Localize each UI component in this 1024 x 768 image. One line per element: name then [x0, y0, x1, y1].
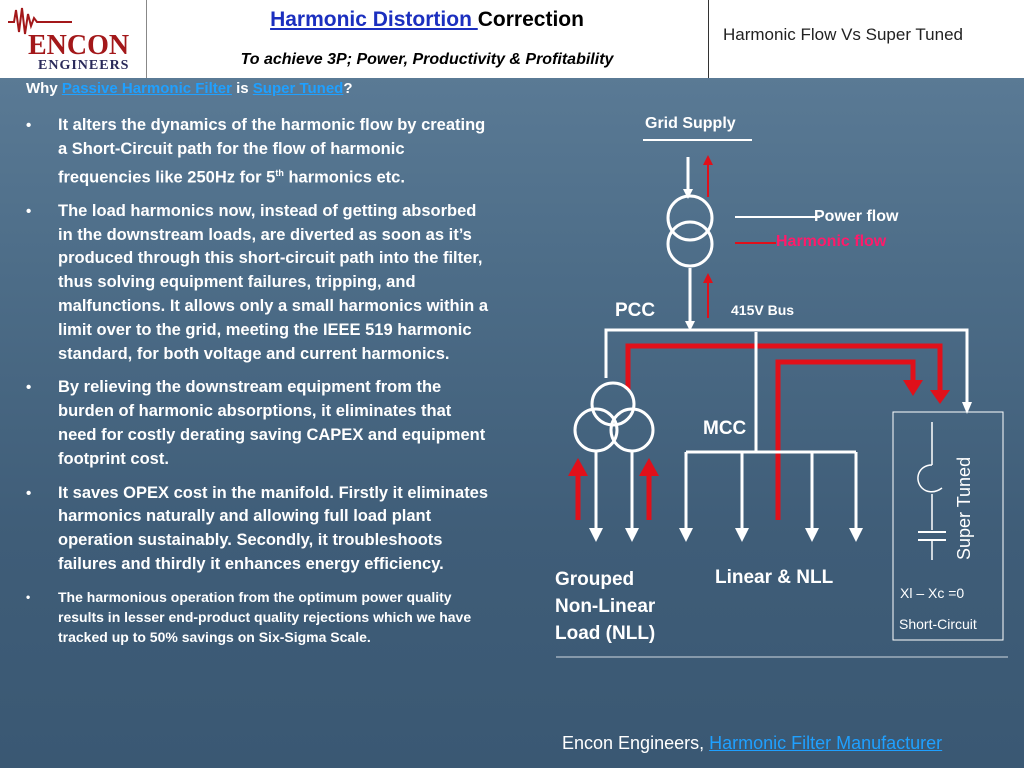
mcc-label: MCC	[703, 418, 747, 439]
super-tuned-link[interactable]: Super Tuned	[252, 80, 344, 97]
linear-nll-label: Linear & NLL	[715, 567, 834, 588]
page-title: Harmonic Distortion Correction	[146, 8, 708, 32]
bus-bar-415v	[604, 328, 969, 408]
transformer-coil-icon	[666, 194, 714, 242]
harmonic-arrowhead-icon	[903, 380, 923, 396]
load-arrowhead-icon	[625, 528, 639, 542]
xl-xc-label: Xl – Xc =0	[900, 585, 965, 601]
footer-company: Encon Engineers,	[562, 733, 710, 753]
title-link[interactable]: Harmonic Distortion	[270, 8, 478, 31]
load-arrowhead-icon	[589, 528, 603, 542]
load-arrowhead-icon	[679, 528, 693, 542]
load-arrowhead-icon	[735, 528, 749, 542]
header-title-block: Harmonic Distortion Correction To achiev…	[146, 0, 709, 78]
harmonic-path-mcc	[775, 359, 916, 520]
company-logo: ENCON ENGINEERS	[0, 0, 147, 78]
logo-text-bottom: ENGINEERS	[38, 58, 130, 73]
header: ENCON ENGINEERS Harmonic Distortion Corr…	[0, 0, 1024, 78]
bullet-text: The load harmonics now, instead of getti…	[58, 201, 489, 363]
title-rest: Correction	[477, 8, 584, 31]
bullet-superscript: th	[275, 167, 284, 178]
bullet-item: The harmonious operation from the optimu…	[24, 587, 494, 647]
bullet-item: By relieving the downstream equipment fr…	[24, 376, 494, 471]
intro-suffix: ?	[343, 80, 353, 97]
inductor-icon	[917, 464, 943, 493]
bullet-item: The load harmonics now, instead of getti…	[24, 200, 494, 367]
bullet-text-end: harmonics etc.	[283, 168, 405, 187]
load-arrowhead-icon	[805, 528, 819, 542]
harmonic-arrowhead-icon	[639, 458, 659, 476]
transformer-coil-icon	[666, 220, 714, 268]
bullet-text: By relieving the downstream equipment fr…	[58, 378, 486, 468]
super-tuned-label: Super Tuned	[954, 456, 974, 560]
transformer-coil-icon	[573, 407, 619, 453]
pcc-label: PCC	[615, 300, 656, 321]
passive-filter-link[interactable]: Passive Harmonic Filter	[61, 80, 232, 97]
header-right: Harmonic Flow Vs Super Tuned	[709, 0, 1024, 78]
grid-supply-label: Grid Supply	[645, 115, 736, 132]
sine-wave-logo-icon	[8, 7, 72, 35]
harmonic-filter-box	[892, 411, 1004, 641]
bullet-item: It alters the dynamics of the harmonic f…	[24, 114, 494, 190]
intro-prefix: Why	[26, 80, 62, 97]
bullet-text: It alters the dynamics of the harmonic f…	[58, 116, 486, 187]
footer: Encon Engineers, Harmonic Filter Manufac…	[562, 733, 942, 754]
intro-question: Why Passive Harmonic Filter is Super Tun…	[26, 80, 353, 97]
grouped-line-1: Grouped	[555, 569, 635, 590]
bullet-list: It alters the dynamics of the harmonic f…	[24, 114, 494, 657]
load-arrowhead-icon	[849, 528, 863, 542]
harmonic-arrowhead-icon	[568, 458, 588, 476]
transformer-coil-icon	[609, 407, 655, 453]
manufacturer-link[interactable]: Harmonic Filter Manufacturer	[709, 733, 943, 753]
power-flow-label: Power flow	[814, 208, 899, 225]
harmonic-flow-label: Harmonic flow	[776, 233, 887, 250]
grouped-nll-label: Grouped Non-Linear Load (NLL)	[555, 566, 655, 647]
bullet-text: It saves OPEX cost in the manifold. Firs…	[58, 483, 489, 574]
grouped-line-3: Load (NLL)	[555, 623, 656, 644]
logo-text-top: ENCON	[28, 30, 130, 61]
intro-middle: is	[231, 80, 253, 97]
harmonic-path-grouped	[625, 343, 943, 398]
bullet-text: The harmonious operation from the optimu…	[58, 588, 472, 645]
slide-topic: Harmonic Flow Vs Super Tuned	[723, 25, 963, 44]
bus-label: 415V Bus	[731, 302, 795, 318]
harmonic-arrowhead-icon	[930, 390, 950, 404]
short-circuit-label: Short-Circuit	[899, 616, 977, 632]
grouped-line-2: Non-Linear	[555, 596, 656, 617]
bullet-item: It saves OPEX cost in the manifold. Firs…	[24, 482, 494, 577]
page-subtitle: To achieve 3P; Power, Productivity & Pro…	[240, 51, 614, 68]
